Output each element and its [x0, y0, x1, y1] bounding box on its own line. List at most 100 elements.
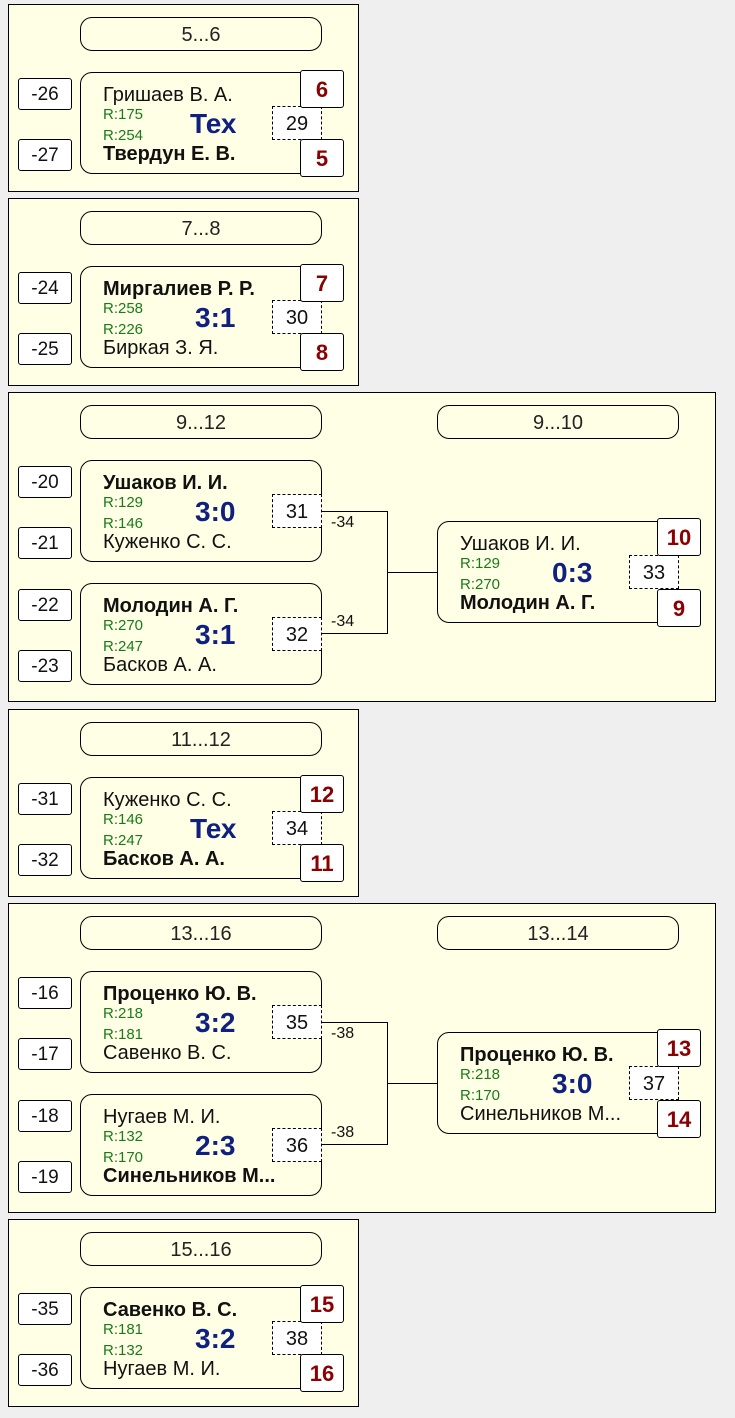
round-header: 5...6 [80, 17, 322, 51]
place-top: 10 [657, 518, 701, 556]
match-number: 37 [629, 1066, 679, 1100]
place-bottom: 8 [300, 333, 344, 371]
loser-destination: -34 [331, 514, 355, 531]
connector-line [387, 572, 438, 573]
match-number: 29 [272, 106, 322, 140]
player-bottom-name: Синельников М... [103, 1165, 276, 1187]
connector-line [387, 1083, 438, 1084]
place-bottom: 16 [300, 1354, 344, 1392]
player-top-name: Ушаков И. И. [103, 472, 228, 494]
player-bottom-name: Синельников М... [460, 1103, 622, 1125]
match-score: 3:0 [195, 496, 236, 527]
player-bottom-rating: R:270 [460, 576, 501, 593]
player-bottom-name: Твердун Е. В. [103, 143, 236, 165]
player-bottom-name: Нугаев М. И. [103, 1358, 221, 1380]
place-bottom: 9 [657, 589, 701, 627]
round-header: 13...14 [437, 916, 679, 950]
player-top-name: Проценко Ю. В. [460, 1044, 614, 1066]
player-top-name: Куженко С. С. [103, 789, 232, 811]
player-bottom-rating: R:181 [103, 1026, 144, 1043]
place-top: 15 [300, 1285, 344, 1323]
place-top: 13 [657, 1029, 701, 1067]
seed-top: -18 [18, 1100, 72, 1132]
player-top-rating: R:218 [103, 1005, 144, 1022]
player-top-name: Миргалиев Р. Р. [103, 278, 255, 300]
round-header: 9...10 [437, 405, 679, 439]
connector-line [322, 511, 388, 512]
player-bottom-name: Куженко С. С. [103, 531, 232, 553]
match-score: 3:1 [195, 619, 236, 650]
player-top-rating: R:218 [460, 1066, 501, 1083]
player-bottom-name: Савенко В. С. [103, 1042, 232, 1064]
match-score: 3:0 [552, 1068, 593, 1099]
seed-bottom: -23 [18, 650, 72, 682]
player-top-name: Молодин А. Г. [103, 595, 239, 617]
match-number: 30 [272, 300, 322, 334]
seed-bottom: -25 [18, 333, 72, 365]
player-top-rating: R:270 [103, 617, 144, 634]
player-bottom-rating: R:254 [103, 127, 144, 144]
connector-line [322, 1144, 388, 1145]
place-bottom: 14 [657, 1100, 701, 1138]
match-number: 33 [629, 555, 679, 589]
player-bottom-name: Басков А. А. [103, 654, 217, 676]
player-top-name: Гришаев В. А. [103, 84, 233, 106]
loser-destination: -38 [331, 1025, 355, 1042]
match-score: Тех [190, 813, 237, 844]
place-top: 7 [300, 264, 344, 302]
seed-bottom: -27 [18, 139, 72, 171]
match-number: 38 [272, 1321, 322, 1355]
player-bottom-rating: R:226 [103, 321, 144, 338]
player-bottom-name: Биркая З. Я. [103, 337, 219, 359]
round-header: 11...12 [80, 722, 322, 756]
match-score: 2:3 [195, 1130, 236, 1161]
place-bottom: 11 [300, 844, 344, 882]
match-number: 35 [272, 1005, 322, 1039]
player-top-rating: R:129 [103, 494, 144, 511]
seed-bottom: -36 [18, 1354, 72, 1386]
player-bottom-name: Басков А. А. [103, 848, 225, 870]
player-top-rating: R:129 [460, 555, 501, 572]
seed-top: -16 [18, 977, 72, 1009]
match-number: 32 [272, 617, 322, 651]
player-bottom-rating: R:247 [103, 638, 144, 655]
match-number: 34 [272, 811, 322, 845]
round-header: 9...12 [80, 405, 322, 439]
loser-destination: -38 [331, 1124, 355, 1141]
place-top: 6 [300, 70, 344, 108]
connector-line [322, 633, 388, 634]
seed-bottom: -21 [18, 527, 72, 559]
player-bottom-rating: R:146 [103, 515, 144, 532]
match-score: 0:3 [552, 557, 593, 588]
round-header: 15...16 [80, 1232, 322, 1266]
player-bottom-rating: R:132 [103, 1342, 144, 1359]
seed-top: -26 [18, 78, 72, 110]
player-top-rating: R:181 [103, 1321, 144, 1338]
player-top-name: Нугаев М. И. [103, 1106, 221, 1128]
seed-bottom: -32 [18, 844, 72, 876]
round-header: 13...16 [80, 916, 322, 950]
match-score: 3:2 [195, 1323, 236, 1354]
connector-line [322, 1022, 388, 1023]
place-bottom: 5 [300, 139, 344, 177]
match-score: Тех [190, 108, 237, 139]
player-top-rating: R:146 [103, 811, 144, 828]
match-score: 3:2 [195, 1007, 236, 1038]
player-bottom-rating: R:170 [460, 1087, 501, 1104]
match-score: 3:1 [195, 302, 236, 333]
player-top-rating: R:175 [103, 106, 144, 123]
player-bottom-rating: R:247 [103, 832, 144, 849]
place-top: 12 [300, 775, 344, 813]
seed-top: -31 [18, 783, 72, 815]
match-number: 31 [272, 494, 322, 528]
seed-top: -20 [18, 466, 72, 498]
player-top-rating: R:258 [103, 300, 144, 317]
seed-top: -24 [18, 272, 72, 304]
loser-destination: -34 [331, 613, 355, 630]
player-top-name: Проценко Ю. В. [103, 983, 257, 1005]
player-top-name: Ушаков И. И. [460, 533, 581, 555]
player-top-rating: R:132 [103, 1128, 144, 1145]
player-top-name: Савенко В. С. [103, 1299, 238, 1321]
match-number: 36 [272, 1128, 322, 1162]
player-bottom-name: Молодин А. Г. [460, 592, 596, 614]
